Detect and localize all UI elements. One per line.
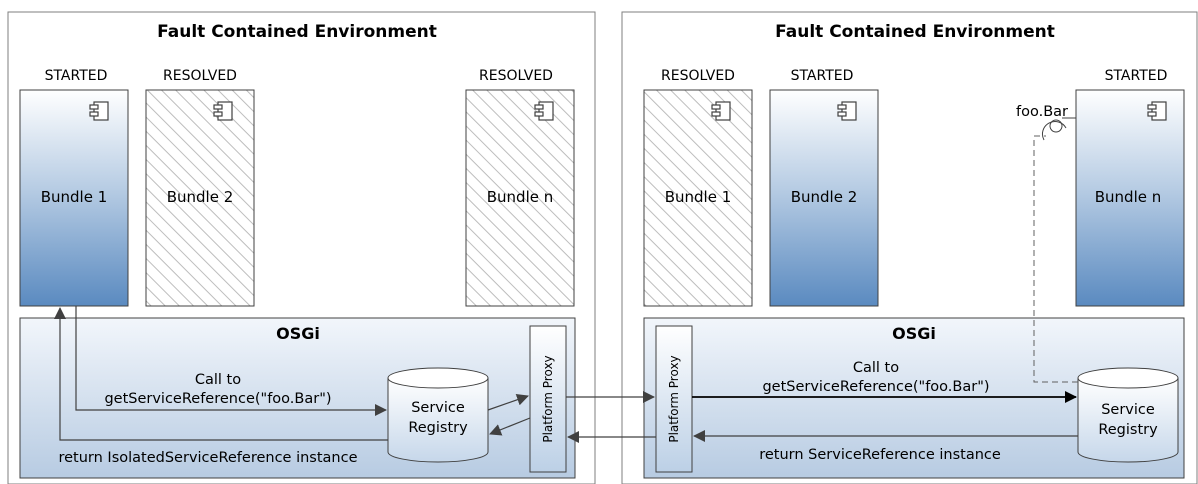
right-environment: Fault Contained Environment RESOLVED STA… [621,11,1198,484]
right-bundle1-state: RESOLVED [661,68,735,84]
left-bundle1-state: STARTED [45,68,108,84]
left-registry-line1: Service [411,400,465,416]
left-call-line1: Call to [195,372,241,388]
right-bundle2-state: STARTED [791,68,854,84]
foo-bar-registration-line [1033,135,1078,383]
left-osgi-label: OSGi [276,324,320,343]
left-environment: Fault Contained Environment STARTED RESO… [7,11,596,484]
right-registry-line2: Registry [1098,422,1158,438]
left-return-label: return IsolatedServiceReference instance [58,450,357,466]
left-registry-to-proxy-arrow [487,393,529,411]
right-platform-proxy: Platform Proxy [655,325,693,473]
right-bundle-n-label: Bundle n [1095,188,1162,206]
left-proxy-label: Platform Proxy [541,355,555,442]
foo-bar-label: foo.Bar [1016,104,1068,120]
right-call-line1: Call to [853,360,899,376]
right-bundle-n: Bundle n [1075,89,1185,307]
right-registry-line1: Service [1101,402,1155,418]
right-service-registry: Service Registry [1077,367,1179,463]
left-bundle-n: Bundle n [465,89,575,307]
left-bundle-1-label: Bundle 1 [41,188,108,206]
left-return-arrow [54,307,388,441]
right-bundle-2-label: Bundle 2 [791,188,858,206]
left-bundle-n-label: Bundle n [487,188,554,206]
left-call-line2: getServiceReference("foo.Bar") [104,391,331,407]
left-call-arrow [75,306,387,416]
left-bundle2-state: RESOLVED [163,68,237,84]
right-bundle-2: Bundle 2 [769,89,879,307]
right-environment-title: Fault Contained Environment [775,22,1055,42]
left-service-registry: Service Registry [387,367,489,463]
right-bundle-1-label: Bundle 1 [665,188,732,206]
left-bundle-1: Bundle 1 [19,89,129,307]
left-bundle-2-label: Bundle 2 [167,188,234,206]
left-environment-title: Fault Contained Environment [157,22,437,42]
left-bundlen-state: RESOLVED [479,68,553,84]
right-osgi-label: OSGi [892,324,936,343]
left-registry-line2: Registry [408,420,468,436]
right-call-line2: getServiceReference("foo.Bar") [762,379,989,395]
left-platform-proxy: Platform Proxy [529,325,567,473]
left-proxy-to-registry-arrow [489,417,531,436]
right-proxy-label: Platform Proxy [667,355,681,442]
left-bundle-2: Bundle 2 [145,89,255,307]
right-return-label: return ServiceReference instance [759,447,1001,463]
foo-bar-interface: foo.Bar [1016,104,1076,141]
right-bundle-1: Bundle 1 [643,89,753,307]
right-bundlen-state: STARTED [1105,68,1168,84]
